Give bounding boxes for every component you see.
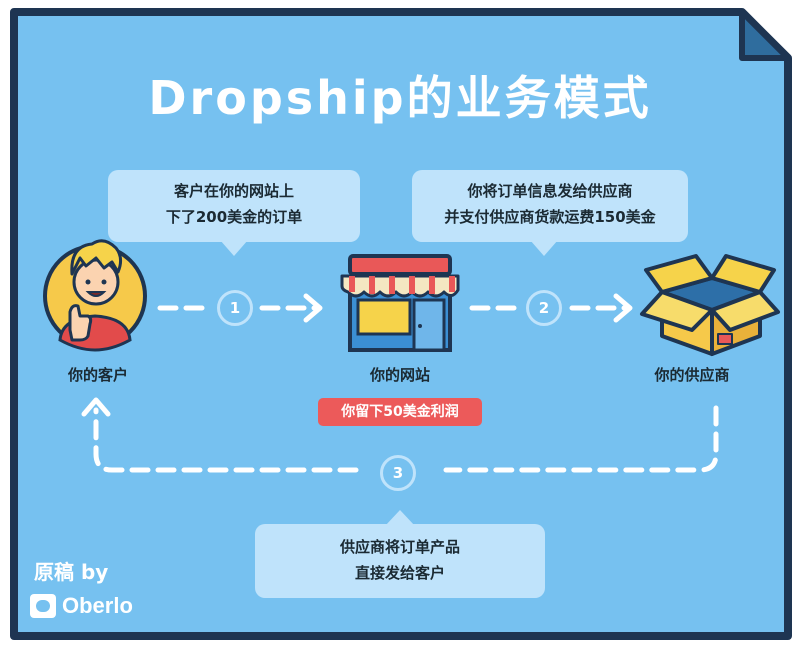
step1-description: 客户在你的网站上 下了200美金的订单 — [108, 170, 360, 242]
step3-line1: 供应商将订单产品 — [339, 538, 460, 556]
arrow-supplier-to-customer — [93, 405, 719, 473]
open-box-icon — [640, 254, 780, 356]
customer-avatar-icon — [43, 239, 147, 352]
step-3-badge: 3 — [380, 455, 416, 491]
step2-line2: 并支付供应商货款运费150美金 — [444, 208, 656, 226]
step-2-badge: 2 — [526, 290, 562, 326]
step-1-badge: 1 — [217, 290, 253, 326]
oberlo-logo-icon — [30, 594, 56, 618]
page-title: Dropship的业务模式 — [148, 71, 652, 125]
step2-description: 你将订单信息发给供应商 并支付供应商货款运费150美金 — [412, 170, 688, 242]
customer-label: 你的客户 — [67, 366, 128, 384]
step2-line1: 你将订单信息发给供应商 — [467, 182, 633, 200]
folded-corner — [739, 9, 791, 61]
step3-description: 供应商将订单产品 直接发给客户 — [255, 524, 545, 598]
step3-line2: 直接发给客户 — [354, 564, 445, 582]
website-label: 你的网站 — [369, 366, 430, 384]
storefront-icon — [340, 254, 460, 352]
step1-line2: 下了200美金的订单 — [165, 208, 303, 226]
profit-badge: 你留下50美金利润 — [318, 398, 482, 426]
oberlo-icon — [30, 594, 56, 618]
step1-line1: 客户在你的网站上 — [173, 182, 294, 200]
brand-name: Oberlo — [62, 593, 133, 618]
credit-text: 原稿 by — [34, 560, 109, 584]
supplier-label: 你的供应商 — [654, 366, 730, 384]
brand-logo: Oberlo — [30, 592, 133, 620]
